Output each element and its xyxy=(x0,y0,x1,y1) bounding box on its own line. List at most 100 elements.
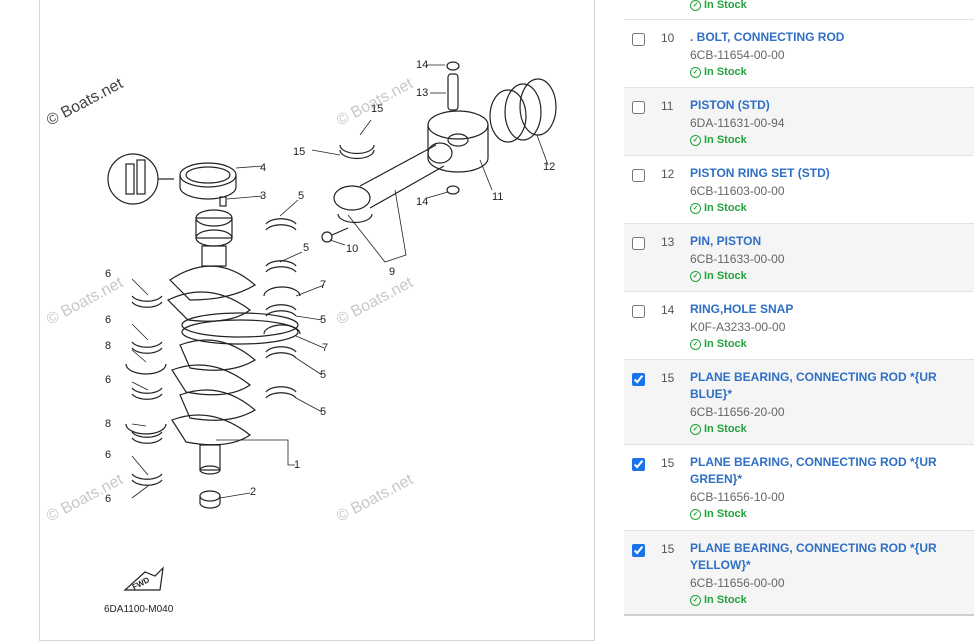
part-name-link[interactable]: PISTON (STD) xyxy=(690,98,770,112)
check-circle-icon: ✓ xyxy=(690,202,701,214)
part-name-link[interactable]: PLANE BEARING, CONNECTING ROD *{UR GREEN… xyxy=(690,455,937,486)
part-number: 6CB-11603-00-00 xyxy=(690,184,785,198)
part-name-link[interactable]: . BOLT, CONNECTING ROD xyxy=(690,30,845,44)
piston xyxy=(427,110,489,173)
ref-number: 10 xyxy=(661,31,675,45)
check-circle-icon: ✓ xyxy=(690,0,701,11)
fwd-label: FWD xyxy=(131,575,152,592)
svg-text:8: 8 xyxy=(105,340,111,352)
piston-rings xyxy=(489,78,557,143)
svg-text:7: 7 xyxy=(320,279,326,291)
part-number: 6CB-11656-00-00 xyxy=(690,576,785,590)
ref-number: 11 xyxy=(661,99,674,113)
watermark: © Boats.net xyxy=(334,274,416,329)
piston-pin xyxy=(447,73,459,111)
svg-text:13: 13 xyxy=(416,87,428,99)
watermarks: © Boats.net © Boats.net © Boats.net © Bo… xyxy=(44,75,416,526)
part-name-link[interactable]: PISTON RING SET (STD) xyxy=(690,166,830,180)
ref-number: 12 xyxy=(661,167,675,181)
svg-text:4: 4 xyxy=(260,162,266,174)
svg-text:11: 11 xyxy=(492,191,503,203)
svg-text:14: 14 xyxy=(416,196,428,208)
stock-status: ✓ In Stock xyxy=(690,508,747,520)
part-select-checkbox[interactable] xyxy=(632,169,645,182)
check-circle-icon: ✓ xyxy=(690,270,701,282)
svg-text:2: 2 xyxy=(250,486,256,498)
svg-text:6: 6 xyxy=(105,374,111,386)
leader-lines xyxy=(131,64,549,499)
svg-text:5: 5 xyxy=(298,190,304,202)
svg-text:14: 14 xyxy=(416,59,428,71)
svg-text:1: 1 xyxy=(294,459,300,471)
part-select-checkbox[interactable] xyxy=(632,101,645,114)
part-row: 12 PISTON RING SET (STD) 6CB-11603-00-00… xyxy=(624,156,974,224)
part-row: 10 . BOLT, CONNECTING ROD 6CB-11654-00-0… xyxy=(624,20,974,88)
svg-text:5: 5 xyxy=(320,406,326,418)
crankshaft xyxy=(166,209,299,475)
stock-status: ✓ In Stock xyxy=(690,423,747,435)
part-name-link[interactable]: RING,HOLE SNAP xyxy=(690,302,794,316)
part-select-checkbox[interactable] xyxy=(632,458,645,471)
stock-status: ✓ In Stock xyxy=(690,338,747,350)
part-number: K0F-A3233-00-00 xyxy=(690,320,786,334)
diagram-drawing xyxy=(107,61,557,591)
parts-list: ✓ In Stock 10 . BOLT, CONNECTING ROD 6CB… xyxy=(624,0,974,639)
part-select-checkbox[interactable] xyxy=(632,33,645,46)
figure-code: 6DA1100-M040 xyxy=(104,604,174,615)
ref-number: 15 xyxy=(661,371,675,385)
part-number: 6CB-11654-00-00 xyxy=(690,48,785,62)
part-number: 6DA-11631-00-94 xyxy=(690,116,785,130)
watermark: © Boats.net xyxy=(334,471,416,526)
stock-status: ✓ In Stock xyxy=(690,202,747,214)
svg-text:6: 6 xyxy=(105,314,111,326)
part-select-checkbox[interactable] xyxy=(632,305,645,318)
ref-number: 15 xyxy=(661,456,675,470)
part-row: 11 PISTON (STD) 6DA-11631-00-94 ✓ In Sto… xyxy=(624,88,974,156)
check-circle-icon: ✓ xyxy=(690,594,701,606)
ref-number: 14 xyxy=(661,303,675,317)
part-name-link[interactable]: PLANE BEARING, CONNECTING ROD *{UR BLUE}… xyxy=(690,370,937,401)
check-circle-icon: ✓ xyxy=(690,423,701,435)
svg-text:5: 5 xyxy=(320,314,326,326)
part-select-checkbox[interactable] xyxy=(632,237,645,250)
stock-status: ✓ In Stock xyxy=(690,270,747,282)
exploded-parts-diagram: © Boats.net © Boats.net © Boats.net © Bo… xyxy=(44,59,557,615)
detail-bubble xyxy=(107,153,159,205)
ref-number: 15 xyxy=(661,542,675,556)
part-row: 13 PIN, PISTON 6CB-11633-00-00 ✓ In Stoc… xyxy=(624,224,974,292)
part-row: 14 RING,HOLE SNAP K0F-A3233-00-00 ✓ In S… xyxy=(624,292,974,360)
part-number: 6CB-11656-10-00 xyxy=(690,490,785,504)
svg-text:6: 6 xyxy=(105,493,111,505)
check-circle-icon: ✓ xyxy=(690,66,701,78)
svg-text:5: 5 xyxy=(320,369,326,381)
watermark: © Boats.net xyxy=(44,274,126,329)
svg-text:15: 15 xyxy=(371,103,383,115)
part-name-link[interactable]: PIN, PISTON xyxy=(690,234,762,248)
part-name-link[interactable]: PLANE BEARING, CONNECTING ROD *{UR YELLO… xyxy=(690,541,937,572)
part-row: 15 PLANE BEARING, CONNECTING ROD *{UR BL… xyxy=(624,360,974,445)
stock-status: ✓ In Stock xyxy=(690,66,747,78)
main-bearings-left xyxy=(125,295,167,486)
part-select-checkbox[interactable] xyxy=(632,373,645,386)
part-number: 6CB-11656-20-00 xyxy=(690,405,785,419)
check-circle-icon: ✓ xyxy=(690,134,701,146)
watermark-primary: © Boats.net xyxy=(44,75,126,130)
check-circle-icon: ✓ xyxy=(690,338,701,350)
part-number: 6CB-11633-00-00 xyxy=(690,252,785,266)
part-row: 15 PLANE BEARING, CONNECTING ROD *{UR YE… xyxy=(624,531,974,616)
stock-status: ✓ In Stock xyxy=(690,594,747,606)
svg-text:7: 7 xyxy=(322,342,328,354)
stock-status: ✓ In Stock xyxy=(690,0,747,11)
part-select-checkbox[interactable] xyxy=(632,544,645,557)
connecting-rod xyxy=(333,142,453,224)
svg-text:8: 8 xyxy=(105,418,111,430)
watermark: © Boats.net xyxy=(44,471,126,526)
svg-text:3: 3 xyxy=(260,190,266,202)
svg-text:6: 6 xyxy=(105,449,111,461)
main-bearings-right xyxy=(263,218,301,399)
svg-text:15: 15 xyxy=(293,146,305,158)
stock-status: ✓ In Stock xyxy=(690,134,747,146)
svg-text:9: 9 xyxy=(389,266,395,278)
check-circle-icon: ✓ xyxy=(690,508,701,520)
svg-text:6: 6 xyxy=(105,268,111,280)
